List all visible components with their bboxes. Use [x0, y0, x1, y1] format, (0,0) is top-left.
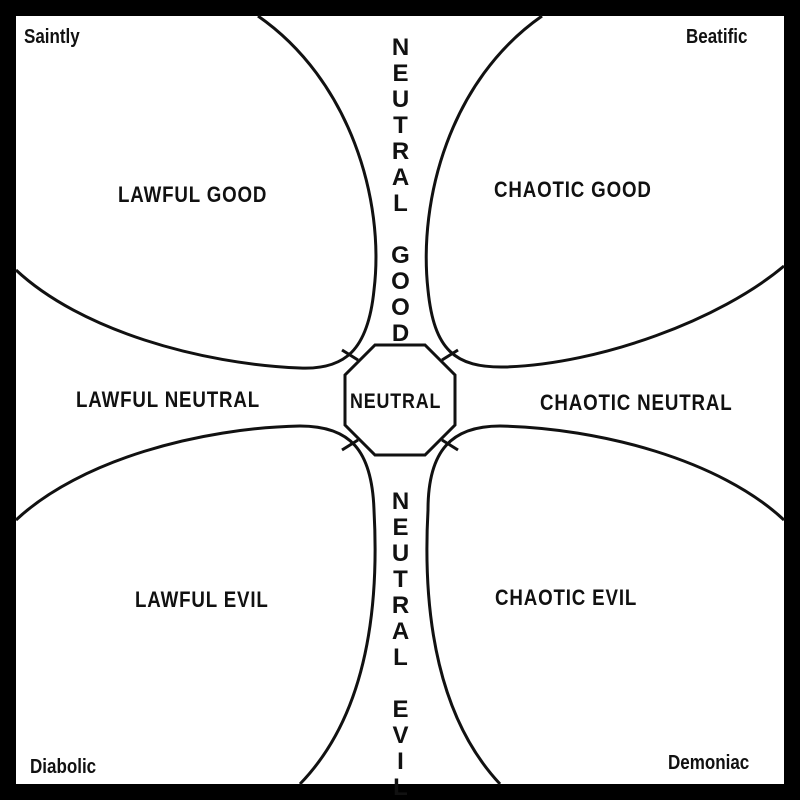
lawful-evil-region — [14, 424, 377, 786]
label-lawful-neutral: LAWFUL NEUTRAL — [76, 387, 260, 412]
neutral-octagon — [343, 343, 457, 457]
corner-label-beatific: Beatific — [686, 26, 748, 48]
label-neutral-evil: NEUTRAL EVIL — [387, 488, 414, 800]
label-lawful-good: LAWFUL GOOD — [118, 182, 268, 207]
label-chaotic-good: CHAOTIC GOOD — [494, 177, 652, 202]
label-chaotic-neutral: CHAOTIC NEUTRAL — [540, 390, 733, 415]
label-neutral: NEUTRAL — [350, 390, 442, 413]
label-neutral-good: NEUTRAL GOOD — [387, 34, 414, 346]
corner-label-demoniac: Demoniac — [668, 752, 750, 774]
corner-label-saintly: Saintly — [24, 26, 80, 48]
corner-label-diabolic: Diabolic — [30, 756, 97, 778]
label-chaotic-evil: CHAOTIC EVIL — [495, 585, 638, 610]
lawful-good-region — [14, 14, 378, 370]
chaotic-good-region — [424, 14, 785, 369]
label-lawful-evil: LAWFUL EVIL — [135, 587, 269, 612]
chaotic-evil-region — [425, 424, 786, 786]
